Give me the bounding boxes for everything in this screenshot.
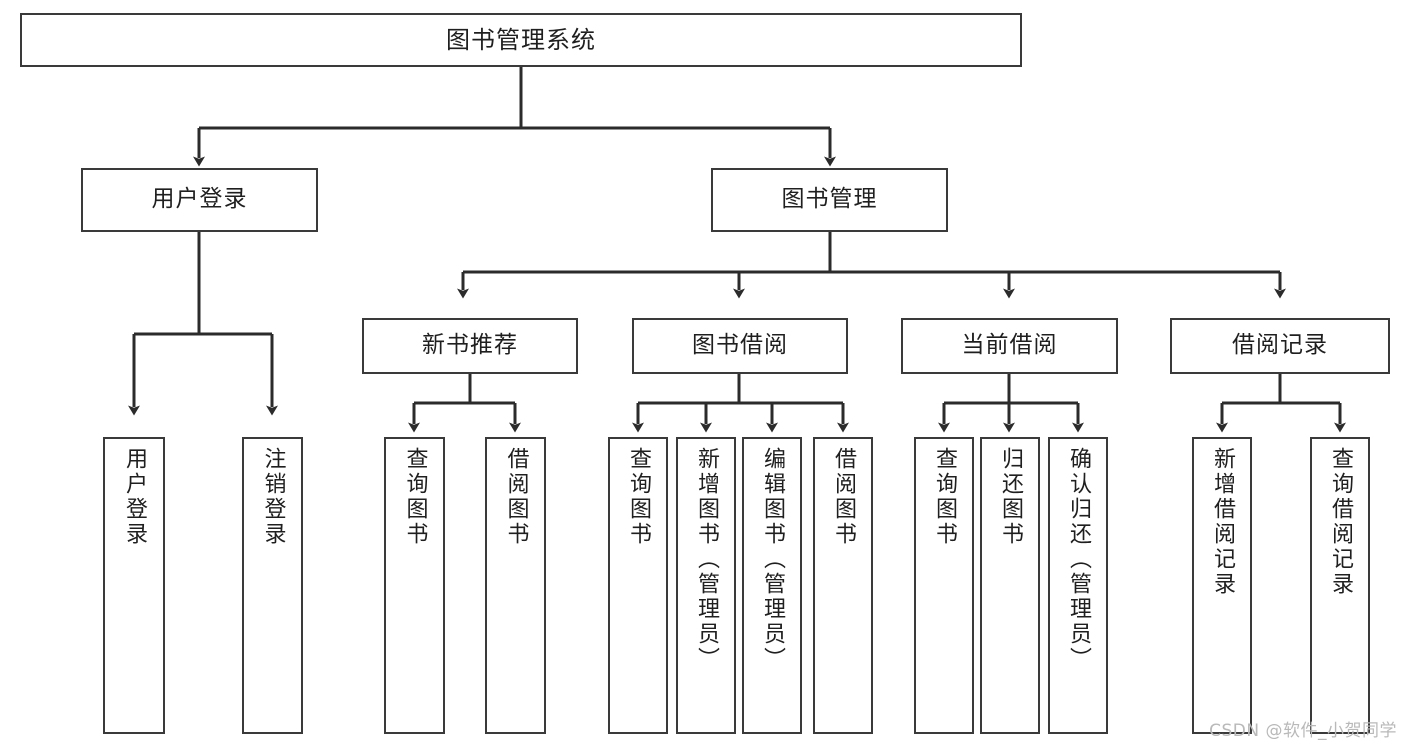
- node-root-book-management-system[interactable]: 图书管理系统: [20, 13, 1022, 67]
- node-label: 归还图书: [997, 447, 1023, 547]
- node-label: 图书管理系统: [446, 25, 596, 54]
- node-label: 图书借阅: [692, 332, 788, 359]
- node-label: 新增图书（管理员）: [693, 447, 719, 672]
- node-label: 借阅图书: [830, 447, 856, 547]
- node-leaf-add-book[interactable]: 新增图书（管理员）: [676, 437, 736, 734]
- node-borrow-record[interactable]: 借阅记录: [1170, 318, 1390, 374]
- node-label: 新书推荐: [422, 332, 518, 359]
- node-label: 借阅图书: [503, 447, 529, 547]
- node-leaf-borrow-book-1[interactable]: 借阅图书: [485, 437, 546, 734]
- node-label: 借阅记录: [1232, 332, 1328, 359]
- node-leaf-query-book-3[interactable]: 查询图书: [914, 437, 974, 734]
- node-label: 注销登录: [260, 447, 286, 547]
- node-leaf-query-book-1[interactable]: 查询图书: [384, 437, 445, 734]
- node-label: 查询图书: [625, 447, 651, 547]
- node-label: 新增借阅记录: [1209, 447, 1235, 597]
- node-book-manage[interactable]: 图书管理: [711, 168, 948, 232]
- node-leaf-query-record[interactable]: 查询借阅记录: [1310, 437, 1370, 734]
- node-leaf-query-book-2[interactable]: 查询图书: [608, 437, 668, 734]
- node-leaf-return-book[interactable]: 归还图书: [980, 437, 1040, 734]
- node-leaf-confirm-return[interactable]: 确认归还（管理员）: [1048, 437, 1108, 734]
- node-leaf-edit-book[interactable]: 编辑图书（管理员）: [742, 437, 802, 734]
- node-label: 确认归还（管理员）: [1065, 447, 1091, 672]
- node-leaf-logout[interactable]: 注销登录: [242, 437, 303, 734]
- node-label: 查询图书: [402, 447, 428, 547]
- node-leaf-add-record[interactable]: 新增借阅记录: [1192, 437, 1252, 734]
- node-label: 用户登录: [121, 447, 147, 547]
- node-label: 编辑图书（管理员）: [759, 447, 785, 672]
- node-book-borrow[interactable]: 图书借阅: [632, 318, 848, 374]
- node-leaf-user-login[interactable]: 用户登录: [103, 437, 165, 734]
- node-new-book-recommend[interactable]: 新书推荐: [362, 318, 578, 374]
- watermark-text: CSDN @软件_小贺同学: [1209, 721, 1397, 741]
- node-label: 当前借阅: [961, 332, 1058, 359]
- node-label: 用户登录: [151, 186, 248, 213]
- node-label: 图书管理: [781, 186, 878, 213]
- node-label: 查询图书: [931, 447, 957, 547]
- node-current-borrow[interactable]: 当前借阅: [901, 318, 1118, 374]
- node-user-login[interactable]: 用户登录: [81, 168, 318, 232]
- node-label: 查询借阅记录: [1327, 447, 1353, 597]
- node-leaf-borrow-book-2[interactable]: 借阅图书: [813, 437, 873, 734]
